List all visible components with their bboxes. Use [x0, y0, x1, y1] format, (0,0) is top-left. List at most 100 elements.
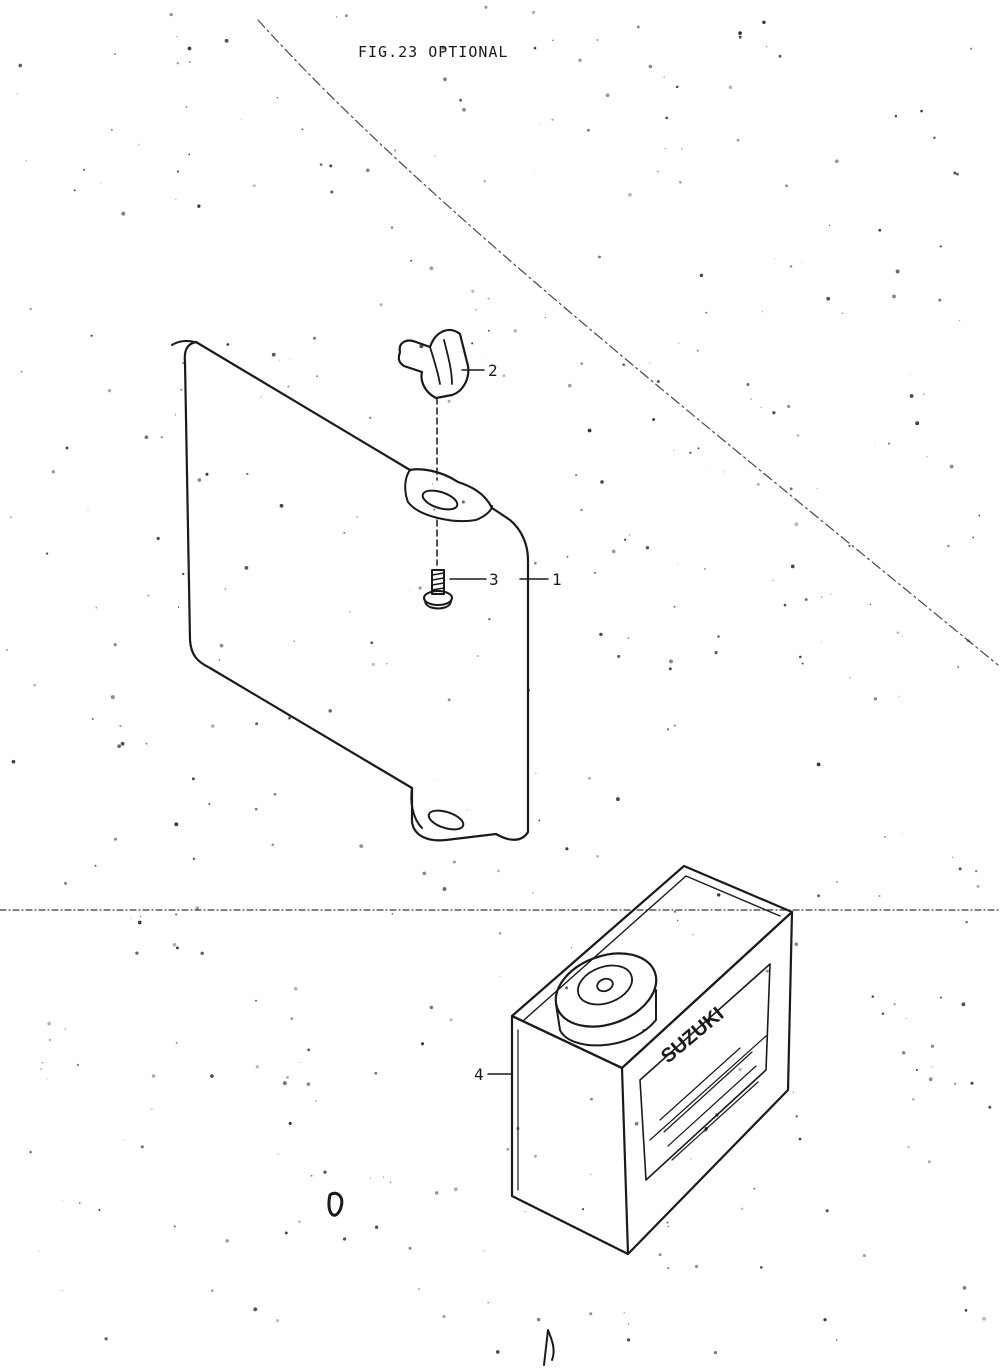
speckle	[219, 643, 224, 648]
speckle	[551, 39, 554, 42]
speckle	[892, 294, 896, 299]
speckle	[107, 388, 112, 393]
speckle	[111, 129, 113, 131]
speckle	[746, 383, 750, 386]
speckle	[789, 487, 793, 491]
speckle	[551, 118, 554, 121]
speckle	[648, 64, 653, 69]
speckle	[823, 1318, 827, 1322]
speckle	[611, 549, 616, 554]
speckle	[565, 847, 569, 851]
speckle	[760, 406, 762, 408]
speckle	[738, 35, 742, 39]
speckle	[418, 586, 422, 590]
speckle	[939, 996, 942, 999]
speckle	[624, 538, 627, 541]
speckle	[975, 869, 978, 873]
speckle	[94, 864, 97, 867]
speckle	[962, 1286, 967, 1290]
speckle	[931, 1066, 933, 1068]
speckle	[816, 762, 821, 767]
speckle	[878, 228, 882, 232]
speckle	[459, 98, 463, 102]
speckle	[689, 451, 692, 455]
speckle	[429, 266, 434, 271]
speckle	[290, 1017, 293, 1020]
speckle	[796, 434, 800, 437]
speckle	[160, 436, 163, 439]
speckle	[677, 919, 679, 922]
speckle	[826, 296, 831, 301]
speckle	[151, 1074, 156, 1078]
speckle	[789, 265, 793, 268]
speckle	[306, 1082, 311, 1086]
speckle	[533, 169, 535, 171]
speckle	[434, 155, 436, 157]
speckle	[255, 1065, 259, 1069]
speckle	[738, 1067, 742, 1072]
callout-4: 4	[474, 1065, 484, 1084]
speckle	[799, 655, 802, 659]
speckle	[628, 192, 632, 197]
speckle	[600, 480, 604, 484]
speckle	[271, 352, 276, 357]
speckle	[538, 819, 541, 822]
speckle	[488, 617, 491, 621]
speckle	[240, 119, 243, 121]
speckle	[697, 447, 700, 450]
speckle	[254, 807, 258, 811]
speckle	[578, 58, 582, 63]
speckle	[878, 895, 881, 897]
speckle	[762, 20, 766, 25]
speckle	[433, 508, 436, 511]
speckle	[675, 85, 679, 89]
speckle	[884, 836, 886, 838]
speckle	[873, 697, 878, 701]
speckle	[627, 1323, 630, 1325]
speckle	[471, 342, 474, 345]
speckle	[20, 370, 23, 373]
speckle	[130, 917, 132, 919]
speckle	[423, 585, 425, 587]
speckle	[524, 1210, 527, 1213]
speckle	[307, 1048, 311, 1052]
speckle	[772, 579, 774, 581]
speckle	[666, 728, 670, 731]
speckle	[329, 164, 333, 168]
speckle	[848, 676, 851, 679]
speckle	[386, 663, 388, 665]
speckle	[820, 641, 822, 643]
speckle	[628, 534, 631, 536]
speckle	[513, 328, 518, 333]
speckle	[169, 13, 173, 17]
speckle	[869, 603, 872, 606]
speckle	[371, 662, 375, 667]
speckle	[33, 684, 36, 687]
speckle	[312, 336, 317, 340]
speckle	[224, 588, 227, 590]
speckle	[901, 1051, 906, 1055]
speckle	[25, 160, 27, 162]
speckle	[862, 1254, 866, 1258]
speckle	[916, 1068, 918, 1071]
speckle	[434, 1191, 439, 1195]
speckle	[895, 269, 900, 274]
speckle	[119, 724, 122, 728]
speckle	[922, 393, 925, 395]
speckle	[623, 1311, 625, 1314]
speckle	[46, 552, 49, 555]
speckle	[452, 860, 456, 864]
speckle	[342, 1237, 347, 1241]
speckle	[46, 1078, 48, 1080]
speckle	[681, 148, 683, 150]
speckle	[113, 837, 118, 841]
speckle	[461, 500, 465, 504]
speckle	[750, 398, 753, 401]
speckle	[293, 986, 298, 991]
speckle	[174, 822, 179, 827]
speckle	[533, 46, 537, 50]
speckle	[49, 1039, 51, 1041]
speckle	[433, 779, 435, 781]
speckle	[298, 1220, 301, 1223]
speckle	[482, 359, 484, 361]
